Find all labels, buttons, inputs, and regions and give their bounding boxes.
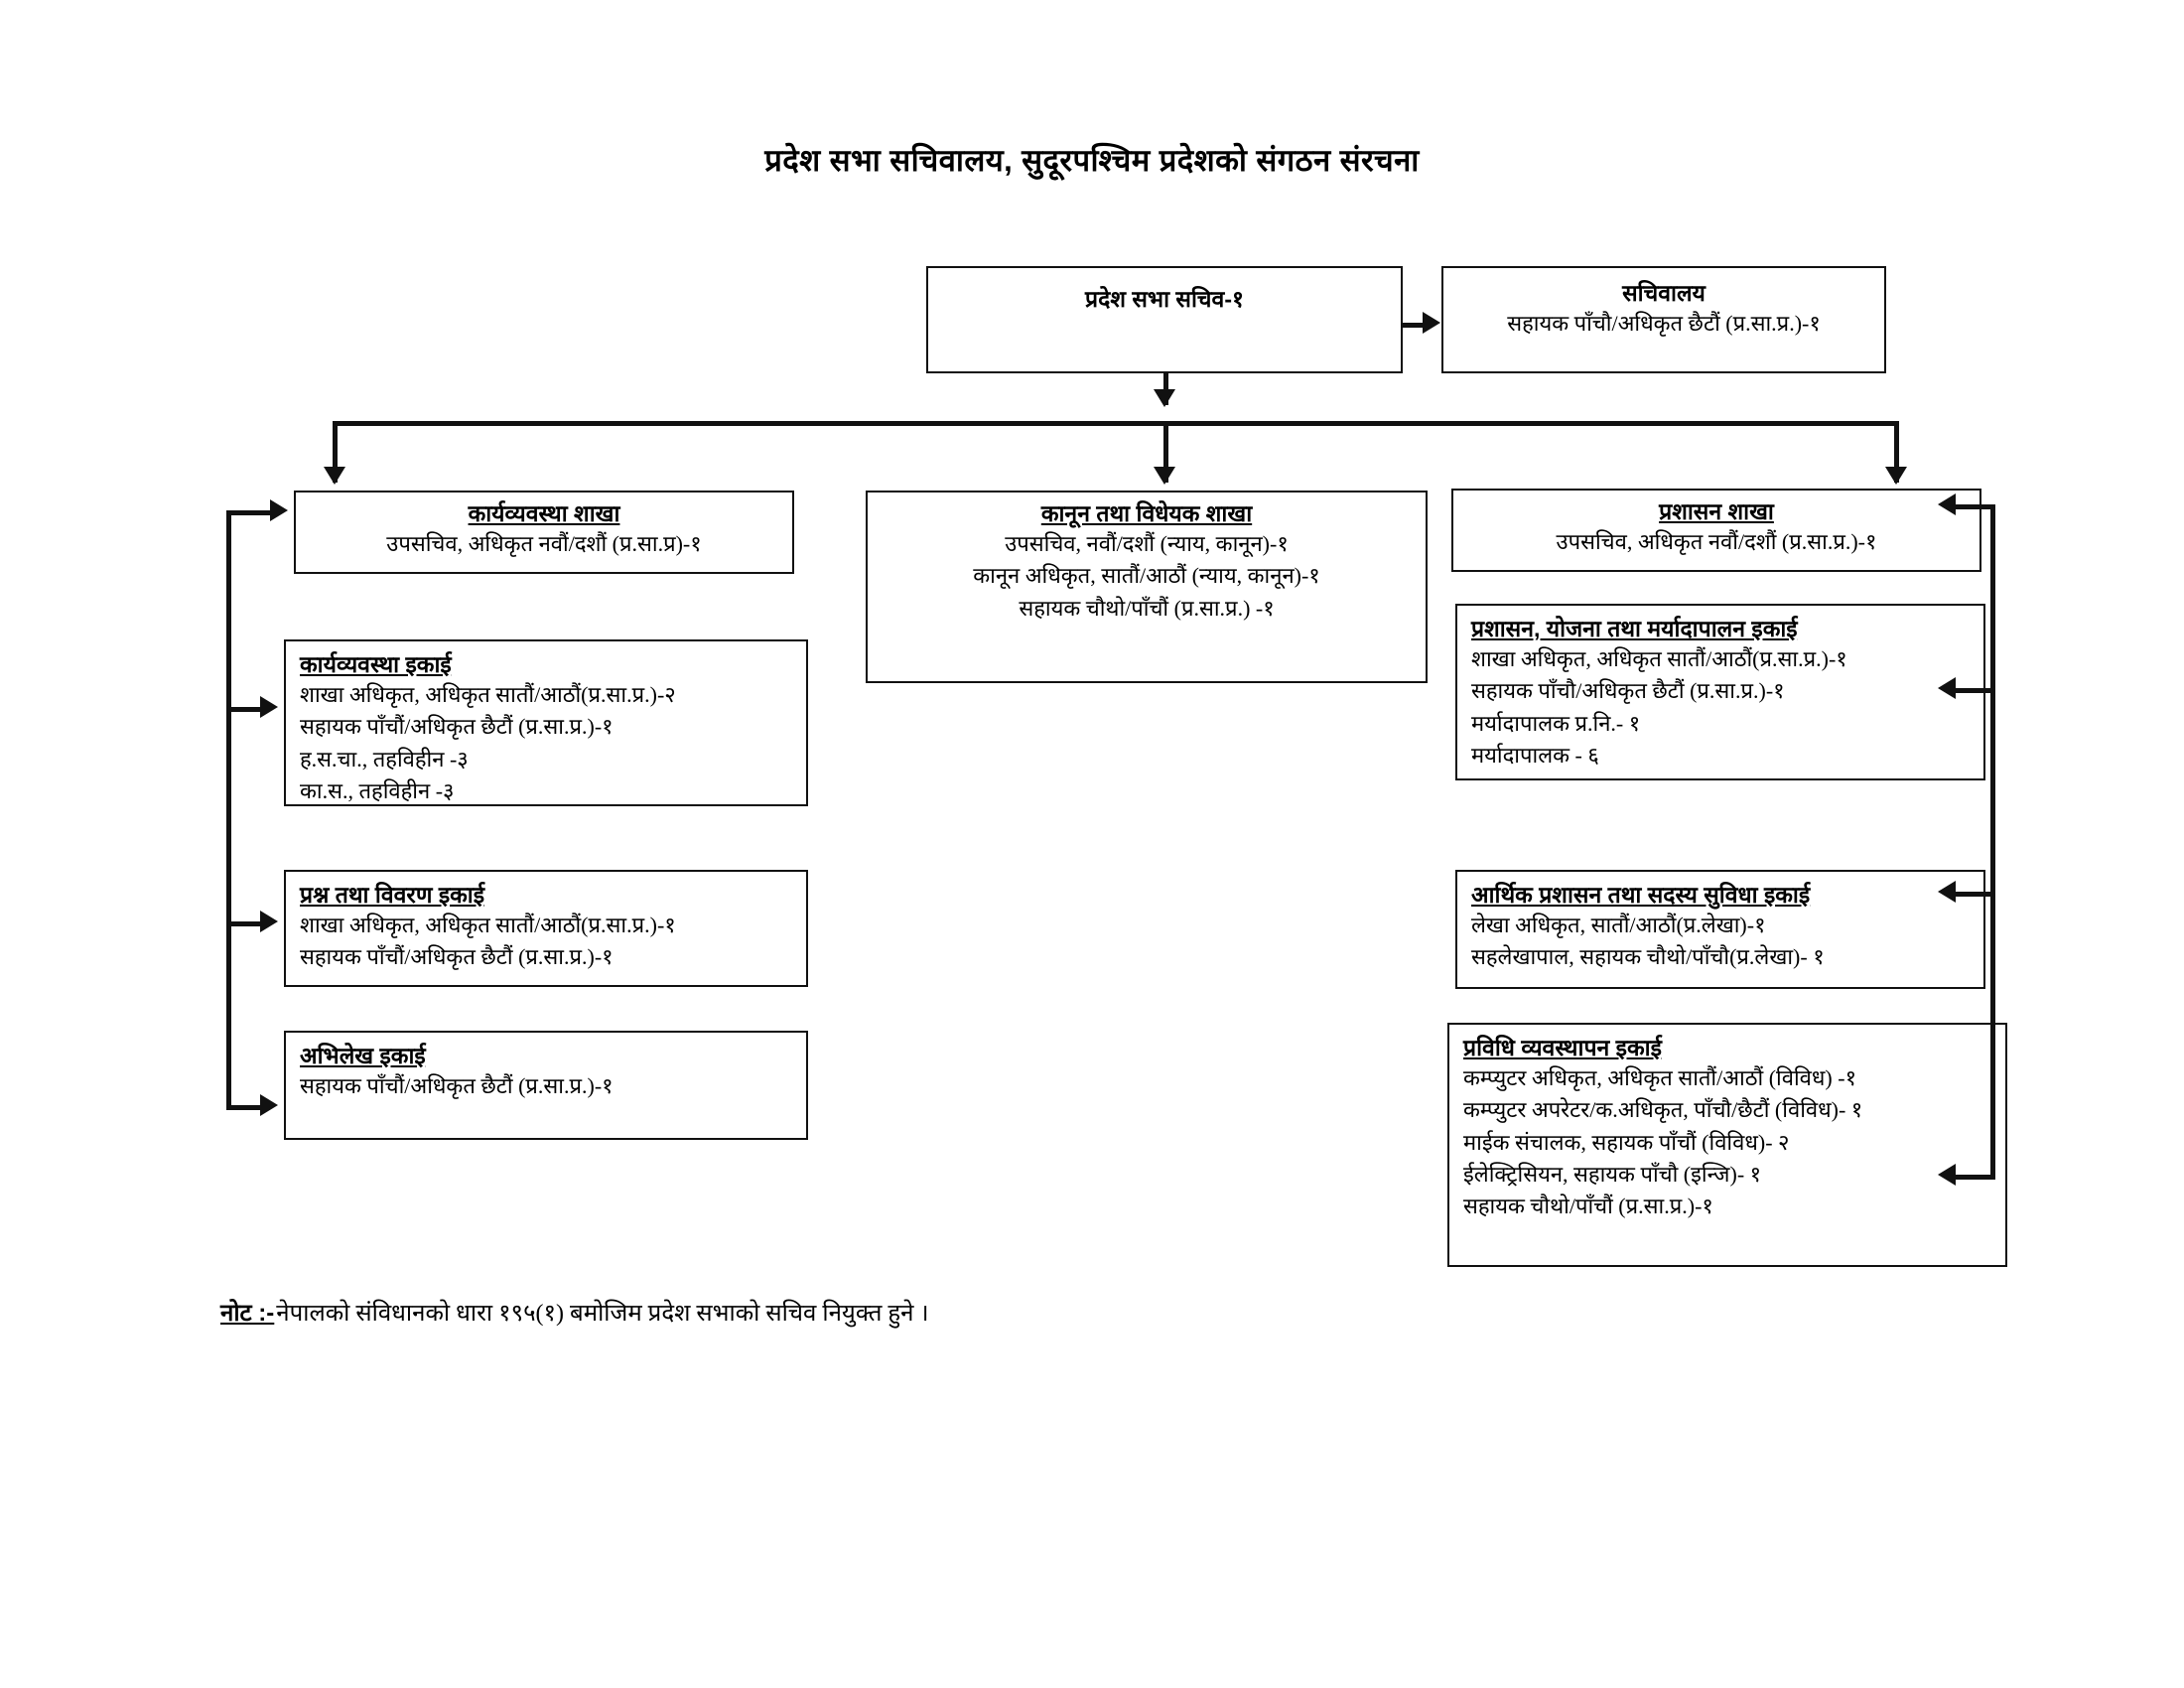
node-unit-prabidhi-line-0: कम्प्युटर अधिकृत, अधिकृत सातौं/आठौं (विव… (1463, 1065, 1857, 1091)
connector-drop-middle (1163, 421, 1168, 483)
node-unit-abhilekh-title: अभिलेख इकाई (300, 1043, 426, 1068)
arrowhead-left-unit-1 (260, 696, 278, 718)
arrowhead-secretary-to-secretariat (1423, 312, 1440, 334)
node-branch-kanun-title: कानून तथा विधेयक शाखा (1040, 500, 1253, 526)
right-bracket-spine (1990, 504, 1995, 1178)
node-unit-abhilekh-line-0: सहायक पाँचौं/अधिकृत छैटौं (प्र.सा.प्र.)-… (300, 1073, 614, 1099)
node-unit-prashasan-yojana-title: प्रशासन, योजना तथा मर्यादापालन इकाई (1471, 616, 1798, 641)
node-unit-prashasan-yojana-line-3: मर्यादापालक - ६ (1471, 742, 1599, 768)
page-title: प्रदेश सभा सचिवालय, सुदूरपश्चिम प्रदेशको… (764, 143, 1420, 178)
node-unit-prabidhi-line-3: ईलेक्ट्रिसियन, सहायक पाँचौ (इन्जि)- १ (1463, 1161, 1762, 1187)
right-bracket-stub-unit-3 (1948, 1175, 1995, 1180)
node-unit-prabidhi-line-1: कम्प्युटर अपरेटर/क.अधिकृत, पाँचौ/छैटौं (… (1463, 1097, 1863, 1123)
node-branch-kanun[interactable]: कानून तथा विधेयक शाखा उपसचिव, नवौं/दशौं … (866, 491, 1428, 683)
node-branch-kanun-line-2: सहायक चौथो/पाँचौं (प्र.सा.प्र.) -१ (1019, 595, 1275, 621)
node-unit-arthik-title: आर्थिक प्रशासन तथा सदस्य सुविधा इकाई (1471, 882, 1811, 908)
node-secretariat[interactable]: सचिवालय सहायक पाँचौ/अधिकृत छैटौं (प्र.सा… (1441, 266, 1886, 373)
node-unit-karyabyabastha[interactable]: कार्यव्यवस्था इकाई शाखा अधिकृत, अधिकृत स… (284, 639, 808, 806)
note: नोट :-नेपालको संविधानको धारा १९५(१) बमोज… (220, 1296, 929, 1329)
node-unit-prabidhi-line-2: माईक संचालक, सहायक पाँचौं (विविध)- २ (1463, 1129, 1790, 1155)
node-unit-prashasan-yojana-line-2: मर्यादापालक प्र.नि.- १ (1471, 710, 1641, 736)
node-unit-prabidhi-line-4: सहायक चौथो/पाँचौं (प्र.सा.प्र.)-१ (1463, 1193, 1713, 1218)
left-bracket-spine (226, 510, 231, 1108)
node-unit-prashasan-yojana-line-1: सहायक पाँचौ/अधिकृत छैटौं (प्र.सा.प्र.)-१ (1471, 678, 1785, 704)
node-unit-prashna[interactable]: प्रश्न तथा विवरण इकाई शाखा अधिकृत, अधिकृ… (284, 870, 808, 987)
node-branch-karyabyabastha[interactable]: कार्यव्यवस्था शाखा उपसचिव, अधिकृत नवौं/द… (294, 491, 794, 574)
node-unit-karyabyabastha-title: कार्यव्यवस्था इकाई (300, 651, 452, 677)
node-branch-karyabyabastha-line-0: उपसचिव, अधिकृत नवौं/दशौं (प्र.सा.प्र)-१ (386, 531, 702, 557)
node-unit-karyabyabastha-line-3: का.स., तहविहीन -३ (300, 777, 455, 803)
connector-drop-left (333, 421, 338, 483)
arrowhead-right-unit-1 (1938, 677, 1956, 699)
arrowhead-left-unit-2 (260, 911, 278, 932)
arrowhead-secretary-stem (1154, 389, 1175, 407)
node-unit-arthik-line-1: सहलेखापाल, सहायक चौथो/पाँचौ(प्र.लेखा)- १ (1471, 944, 1825, 970)
arrowhead-right-unit-3 (1938, 1164, 1956, 1186)
arrowhead-right-unit-2 (1938, 881, 1956, 903)
node-unit-abhilekh[interactable]: अभिलेख इकाई सहायक पाँचौं/अधिकृत छैटौं (प… (284, 1031, 808, 1140)
left-bracket-stub-branch (226, 510, 274, 515)
note-label: नोट :- (220, 1300, 275, 1327)
node-unit-prashna-line-0: शाखा अधिकृत, अधिकृत सातौं/आठौं(प्र.सा.प्… (300, 913, 676, 938)
node-unit-karyabyabastha-line-1: सहायक पाँचौं/अधिकृत छैटौं (प्र.सा.प्र.)-… (300, 714, 614, 740)
arrowhead-left-branch (270, 499, 288, 521)
node-unit-prabidhi-title: प्रविधि व्यवस्थापन इकाई (1463, 1035, 1662, 1060)
node-unit-prashasan-yojana-line-0: शाखा अधिकृत, अधिकृत सातौं/आठौं(प्र.सा.प्… (1471, 646, 1847, 672)
node-secretary-title: प्रदेश सभा सचिव-१ (1085, 286, 1244, 312)
node-unit-arthik[interactable]: आर्थिक प्रशासन तथा सदस्य सुविधा इकाई लेख… (1455, 870, 1985, 989)
node-secretariat-title: सचिवालय (1622, 280, 1706, 306)
connector-drop-right (1894, 421, 1899, 483)
node-unit-prabidhi[interactable]: प्रविधि व्यवस्थापन इकाई कम्प्युटर अधिकृत… (1447, 1023, 2007, 1267)
node-branch-karyabyabastha-title: कार्यव्यवस्था शाखा (468, 500, 620, 526)
node-branch-prashasan-title: प्रशासन शाखा (1659, 498, 1774, 524)
left-bracket-stub-unit-3 (226, 1105, 264, 1110)
arrowhead-drop-middle (1154, 467, 1175, 485)
node-unit-prashna-line-1: सहायक पाँचौं/अधिकृत छैटौं (प्र.सा.प्र.)-… (300, 944, 614, 970)
node-unit-karyabyabastha-line-0: शाखा अधिकृत, अधिकृत सातौं/आठौं(प्र.सा.प्… (300, 682, 676, 708)
node-branch-kanun-line-1: कानून अधिकृत, सातौं/आठौं (न्याय, कानून)-… (973, 563, 1320, 589)
right-bracket-stub-unit-2 (1948, 892, 1995, 897)
left-bracket-stub-unit-2 (226, 921, 264, 926)
node-branch-kanun-line-0: उपसचिव, नवौं/दशौं (न्याय, कानून)-१ (1005, 531, 1289, 557)
node-unit-prashna-title: प्रश्न तथा विवरण इकाई (300, 882, 485, 908)
node-unit-prashasan-yojana[interactable]: प्रशासन, योजना तथा मर्यादापालन इकाई शाखा… (1455, 604, 1985, 780)
right-bracket-stub-unit-1 (1948, 688, 1995, 693)
left-bracket-stub-unit-1 (226, 707, 264, 712)
node-branch-prashasan[interactable]: प्रशासन शाखा उपसचिव, अधिकृत नवौं/दशौं (प… (1451, 489, 1981, 572)
connector-secretary-to-secretariat (1403, 323, 1425, 328)
arrowhead-right-branch (1938, 493, 1956, 515)
node-unit-arthik-line-0: लेखा अधिकृत, सातौं/आठौं(प्र.लेखा)-१ (1471, 913, 1766, 938)
node-secretariat-line-0: सहायक पाँचौ/अधिकृत छैटौं (प्र.सा.प्र.)-१ (1507, 311, 1821, 337)
arrowhead-drop-right (1885, 467, 1907, 485)
right-bracket-stub-branch (1948, 504, 1995, 509)
arrowhead-drop-left (324, 467, 345, 485)
distribution-bar (333, 421, 1899, 426)
note-text: नेपालको संविधानको धारा १९५(१) बमोजिम प्र… (276, 1301, 929, 1327)
arrowhead-left-unit-3 (260, 1094, 278, 1116)
node-secretary[interactable]: प्रदेश सभा सचिव-१ (926, 266, 1403, 373)
node-unit-karyabyabastha-line-2: ह.स.चा., तहविहीन -३ (300, 746, 469, 772)
node-branch-prashasan-line-0: उपसचिव, अधिकृत नवौं/दशौं (प्र.सा.प्र.)-१ (1556, 529, 1877, 555)
